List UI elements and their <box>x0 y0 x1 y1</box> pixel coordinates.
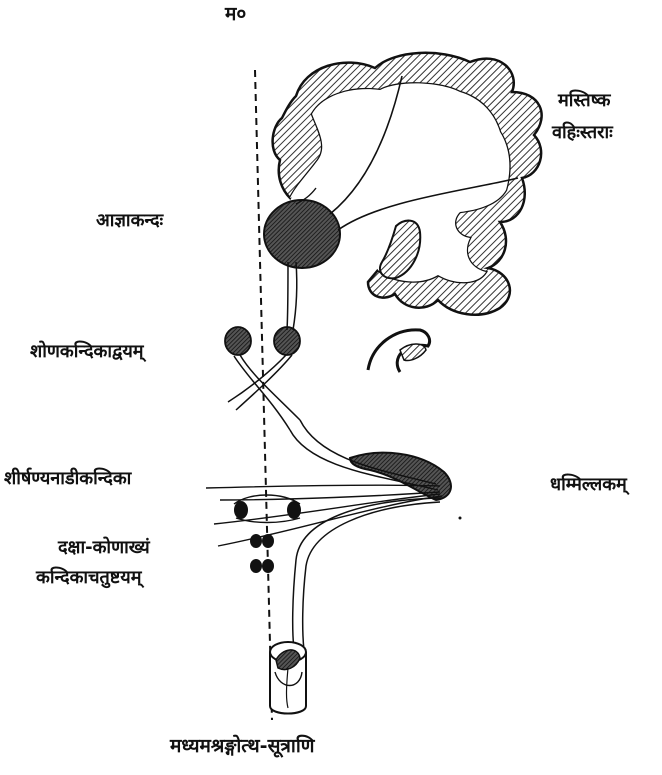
descending-fiber-2 <box>303 502 440 650</box>
red-nucleus-left <box>225 327 251 355</box>
angle-nucleus-3 <box>250 559 262 573</box>
red-nuclei-label: शोणकन्दिकाद्वयम् <box>30 341 144 363</box>
temporal-hook-fill <box>400 344 426 361</box>
roof-nuclei-label: शीर्षण्यनाडीकन्दिका <box>4 468 131 490</box>
thalamo-rubral-2 <box>293 262 297 330</box>
top-label: म० <box>225 3 246 26</box>
descending-fiber-1 <box>293 498 440 650</box>
cerebellum-label: धम्मिल्लकम् <box>550 474 627 496</box>
thalamus-body <box>264 200 340 268</box>
thalamus-label: आज्ञाकन्दः <box>96 210 163 232</box>
roof-nucleus-link <box>236 518 300 523</box>
cerebellar-fiber-3 <box>206 485 440 488</box>
angle-nuclei-label-line2: कन्दिकाचतुष्टयम् <box>36 567 142 589</box>
speck-dot <box>459 517 462 520</box>
cortex-label-line1: मस्तिष्क <box>558 90 611 112</box>
spinal-cord-label: मध्यमश्रङ्गोत्थ-सूत्राणि <box>170 735 314 758</box>
angle-nucleus-2 <box>262 534 274 548</box>
angle-nucleus-4 <box>262 559 274 573</box>
angle-nuclei-label-line1: दक्षा-कोणाख्यं <box>58 537 150 559</box>
cortex-label-line2: वहिःस्तराः <box>552 122 613 144</box>
decussation-2 <box>228 355 286 402</box>
red-nucleus-right <box>274 327 300 355</box>
thalamo-rubral-1 <box>287 262 288 330</box>
angle-nucleus-1 <box>250 534 262 548</box>
roof-nucleus-left <box>234 501 248 519</box>
